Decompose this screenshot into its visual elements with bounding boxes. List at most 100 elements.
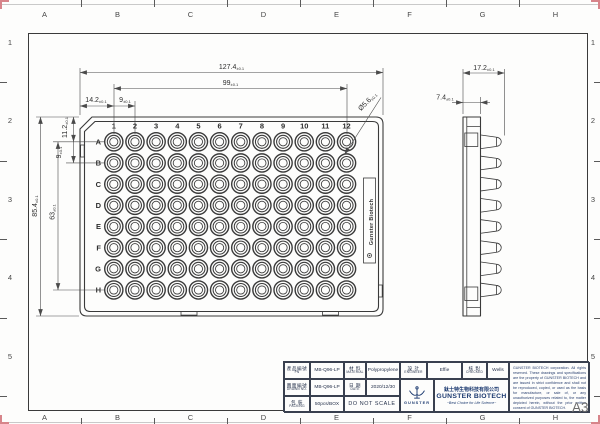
well-rim xyxy=(191,134,206,149)
column-label: 5 xyxy=(196,122,200,131)
material-value: Polypropylene xyxy=(366,362,400,379)
left-notch xyxy=(80,144,85,158)
well-bottom xyxy=(320,221,330,232)
well-rim xyxy=(254,240,269,255)
column-label: 8 xyxy=(260,122,264,131)
well-bottom xyxy=(172,137,182,147)
well xyxy=(273,259,293,279)
well xyxy=(167,153,188,173)
well-bottom xyxy=(130,137,140,147)
date-value: 2020/12/30 xyxy=(366,379,400,396)
well xyxy=(209,131,230,152)
well-rim xyxy=(170,282,185,298)
well-rim xyxy=(254,282,269,298)
well-bottom xyxy=(236,179,246,189)
well xyxy=(273,280,293,300)
well-rim xyxy=(191,282,206,298)
well-rim xyxy=(106,134,121,149)
side-profile xyxy=(462,116,482,317)
side-well-cone xyxy=(480,261,502,277)
well xyxy=(167,195,188,216)
well-bottom xyxy=(299,264,309,274)
well-bottom xyxy=(236,221,246,232)
well-rim xyxy=(339,261,354,276)
well-bottom xyxy=(236,243,246,253)
well-rim xyxy=(170,134,185,149)
zone-tick xyxy=(227,0,228,7)
well xyxy=(125,259,145,279)
zone-tick xyxy=(446,418,447,424)
well-rim xyxy=(233,261,248,276)
well-rim xyxy=(127,134,142,149)
well-rim xyxy=(170,240,185,255)
well-rim xyxy=(318,219,333,234)
well-bottom xyxy=(130,179,140,189)
side-view xyxy=(462,116,502,317)
well xyxy=(294,174,315,194)
side-notch xyxy=(464,286,479,301)
zone-tick xyxy=(594,317,600,319)
well xyxy=(125,153,145,173)
well-bottom xyxy=(236,200,246,210)
well xyxy=(315,237,336,258)
well xyxy=(230,174,251,194)
well-bottom xyxy=(257,221,267,232)
well xyxy=(146,153,166,173)
well xyxy=(273,195,293,216)
zone-label: 1 xyxy=(7,38,13,47)
well-bottom xyxy=(215,285,225,295)
well-bottom xyxy=(172,264,182,274)
zone-tick xyxy=(594,160,600,162)
registration-mark-icon xyxy=(0,0,9,9)
well-bottom xyxy=(215,200,225,210)
well-bottom xyxy=(257,200,267,210)
well xyxy=(315,216,336,237)
well-bottom xyxy=(151,200,161,210)
row-label: C xyxy=(96,180,102,189)
well-bottom xyxy=(151,158,161,168)
zone-tick xyxy=(594,239,600,240)
well-bottom xyxy=(342,137,352,147)
well xyxy=(104,216,124,237)
well-bottom xyxy=(236,137,246,147)
well xyxy=(336,280,357,300)
well-bottom xyxy=(299,179,309,189)
well xyxy=(252,259,272,279)
zone-label: C xyxy=(187,10,194,19)
well-bottom xyxy=(278,179,288,189)
well xyxy=(230,216,251,237)
well-bottom xyxy=(172,158,182,168)
well-rim xyxy=(212,219,227,234)
well xyxy=(125,237,145,258)
well-bottom xyxy=(320,179,330,189)
packing-value: 50pcs/BOX xyxy=(310,396,344,413)
well-bottom xyxy=(320,285,330,295)
dim-row-pitch: 9±0.1 xyxy=(56,146,63,158)
well-rim xyxy=(318,240,333,255)
well-rim xyxy=(276,240,291,255)
side-well-cone xyxy=(480,198,502,213)
well-rim xyxy=(233,177,248,192)
well xyxy=(336,195,357,216)
zone-label: A xyxy=(41,10,47,19)
zone-label: 5 xyxy=(590,351,596,361)
well-bottom xyxy=(151,285,161,295)
well-rim xyxy=(212,198,227,213)
dim-skirt-depth: 7.4±0.1 xyxy=(436,95,454,102)
well-bottom xyxy=(172,200,182,210)
well-bottom xyxy=(320,137,330,147)
well-rim xyxy=(254,198,269,213)
well-bottom xyxy=(172,243,182,253)
well xyxy=(146,174,166,194)
well xyxy=(188,131,209,152)
well xyxy=(315,259,336,279)
well xyxy=(209,280,230,300)
packing-label: 包 裝 PACKING xyxy=(284,396,310,413)
well xyxy=(146,259,166,279)
gunster-crest-icon xyxy=(409,386,425,399)
well xyxy=(315,153,336,173)
zone-tick xyxy=(594,396,600,397)
zone-label: G xyxy=(479,10,486,19)
well-rim xyxy=(106,261,121,276)
